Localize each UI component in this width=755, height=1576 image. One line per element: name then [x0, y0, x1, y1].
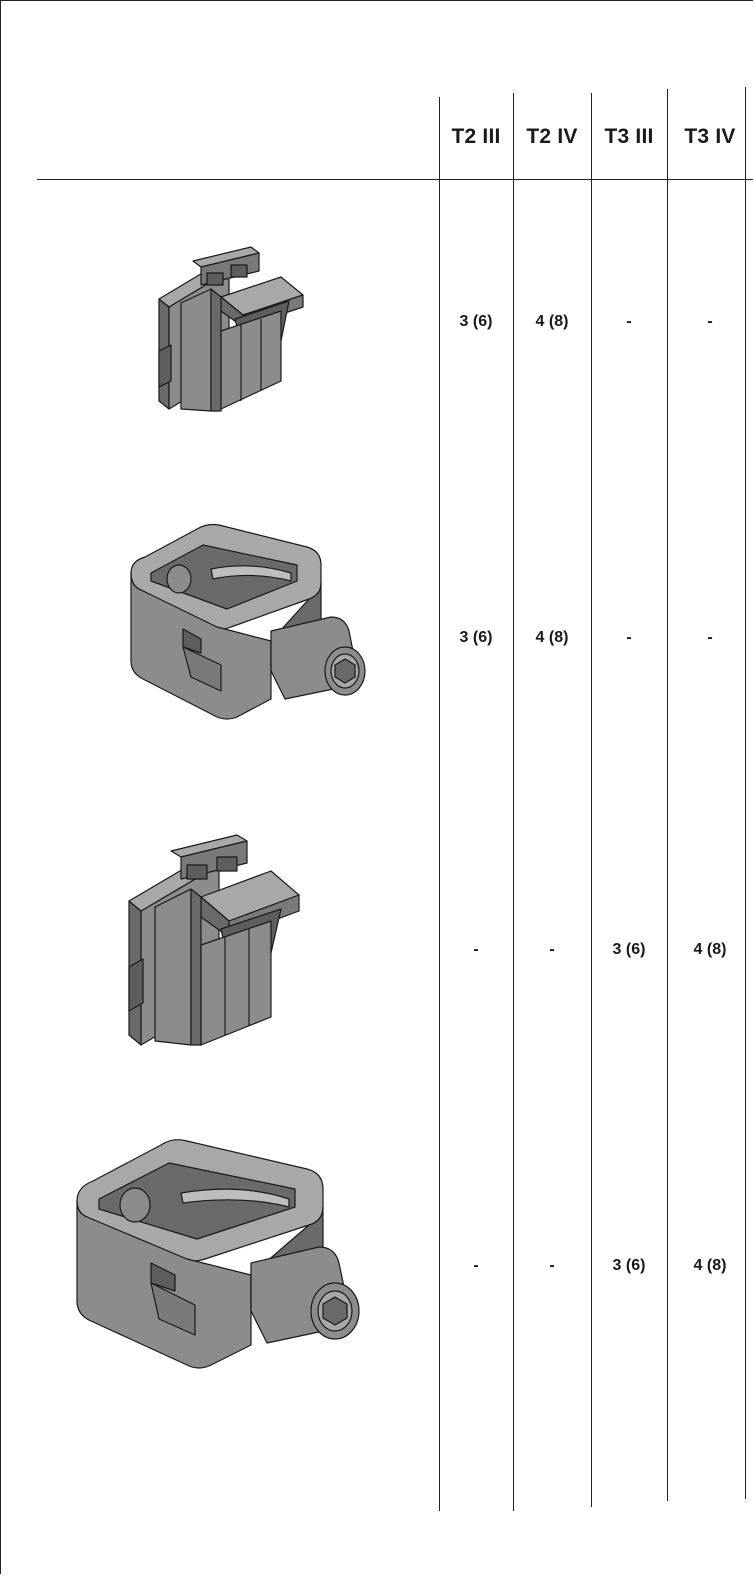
row-1-t3-iv: - — [707, 313, 713, 330]
terminal-cover-block-small-icon — [151, 241, 311, 416]
row-3-t3-iv: 4 (8) — [693, 941, 727, 958]
row-4-t3-iv: 4 (8) — [693, 1257, 727, 1274]
column-header-t2-iii: T2 III — [451, 125, 501, 148]
row-1-t3-iii: - — [626, 313, 632, 330]
row-4-t2-iv: - — [549, 1257, 555, 1274]
terminal-clamp-small-icon — [121, 521, 373, 721]
column-header-t2-iv: T2 IV — [526, 125, 578, 148]
row-1-t2-iv: 4 (8) — [535, 313, 569, 330]
row-2-t2-iv: 4 (8) — [535, 629, 569, 646]
column-divider-2 — [513, 93, 514, 1511]
row-3-t3-iii: 3 (6) — [612, 941, 646, 958]
row-4-t3-iii: 3 (6) — [612, 1257, 646, 1274]
row-4-t2-iii: - — [473, 1257, 479, 1274]
row-2-t2-iii: 3 (6) — [459, 629, 493, 646]
row-2-t3-iv: - — [707, 629, 713, 646]
column-divider-1 — [439, 97, 440, 1511]
header-divider — [37, 179, 753, 180]
column-divider-3 — [591, 93, 592, 1507]
row-2-t3-iii: - — [626, 629, 632, 646]
column-header-t3-iv: T3 IV — [684, 125, 736, 148]
terminal-cover-block-large-icon — [121, 827, 311, 1049]
row-3-t2-iv: - — [549, 941, 555, 958]
column-divider-5 — [745, 87, 746, 1499]
row-3-t2-iii: - — [473, 941, 479, 958]
row-1-t2-iii: 3 (6) — [459, 313, 493, 330]
column-header-t3-iii: T3 III — [604, 125, 654, 148]
column-divider-4 — [667, 89, 668, 1501]
terminal-clamp-large-icon — [71, 1135, 371, 1371]
